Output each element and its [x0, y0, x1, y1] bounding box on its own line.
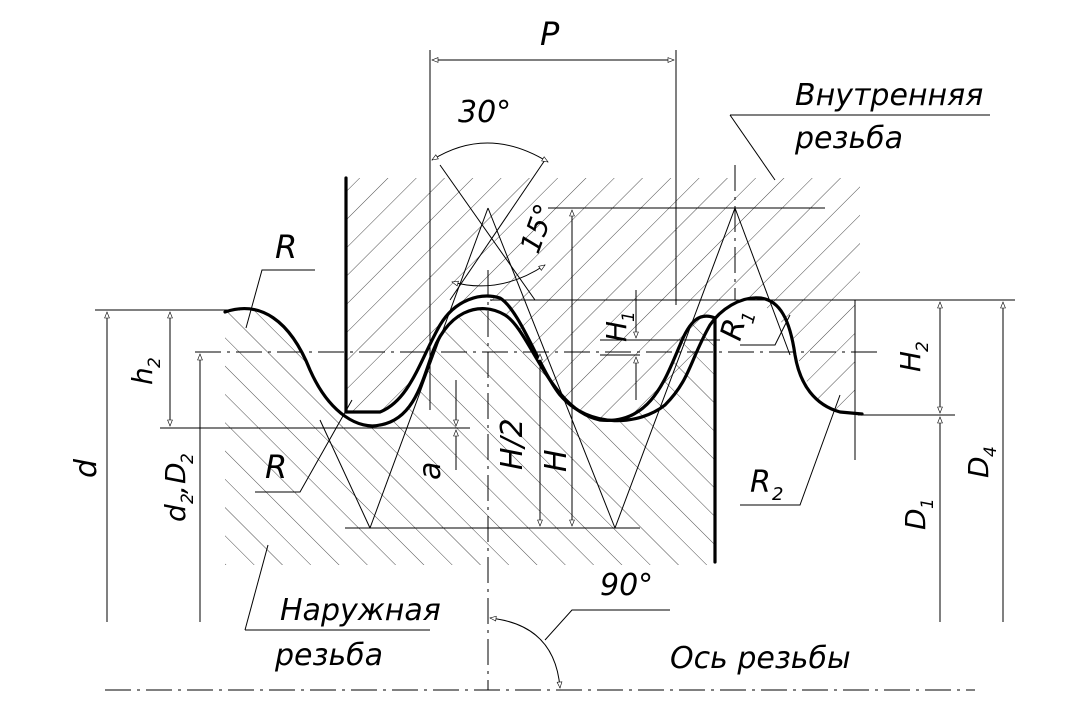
internal-thread-label-line2: резьба — [794, 121, 903, 156]
external-label-leader — [244, 544, 269, 631]
pitch-d-subscript: 2 — [178, 493, 198, 504]
radius-r2-letter: R — [750, 465, 771, 500]
radius-r1-subscript: 1 — [737, 310, 760, 326]
radius-bottom-leader — [255, 399, 353, 493]
external-thread-label-line2: резьба — [274, 638, 383, 673]
angle-90-label: 90° — [600, 568, 653, 603]
clearance-a-label: a — [413, 462, 448, 480]
h2-upper-label: H 2 — [894, 341, 933, 372]
radius-r2-subscript: 2 — [772, 484, 783, 505]
contour-lines — [223, 176, 864, 564]
D4-subscript: 4 — [981, 446, 1001, 457]
D1-letter: D — [899, 508, 932, 530]
D1-subscript: 1 — [918, 498, 938, 509]
h1-label: H 1 — [600, 311, 639, 342]
h2-lower-label: h 2 — [126, 357, 165, 385]
internal-thread-label-line1: Внутренняя — [795, 78, 983, 113]
pitch-diameter-label: d 2 , D 2 — [159, 453, 198, 522]
pitch-d-letter: d — [159, 504, 192, 522]
extension-lines — [95, 50, 1015, 529]
radius-r2-leader — [740, 394, 841, 506]
thread-axis-label: Ось резьбы — [670, 641, 851, 676]
angle-30-label: 30° — [458, 95, 511, 130]
pitch-label: P — [540, 15, 560, 53]
major-diameter-d-label: d — [69, 458, 104, 478]
radius-top-label: R — [275, 228, 297, 266]
h2-lower-subscript: 2 — [145, 357, 165, 368]
D4-letter: D — [962, 456, 995, 478]
h1-subscript: 1 — [619, 311, 639, 322]
leader-lines — [244, 114, 990, 641]
half-h-label: H/2 — [495, 418, 530, 470]
pitch-d-separator: , — [159, 485, 192, 494]
angle-90-leader — [544, 609, 670, 641]
labels: P 30° 15° 90° Внутренняя резьба Наружная… — [69, 15, 1001, 676]
h2-upper-subscript: 2 — [913, 341, 933, 352]
radius-top-leader — [245, 269, 315, 329]
h2-upper-letter: H — [894, 351, 927, 372]
center-lines — [105, 165, 975, 691]
radius-bottom-label: R — [265, 448, 287, 486]
h1-letter: H — [600, 321, 633, 342]
angle-arcs — [431, 142, 563, 689]
h2-lower-letter: h — [126, 367, 159, 385]
external-thread-label-line1: Наружная — [280, 593, 441, 628]
angle-30-arc — [431, 142, 549, 163]
full-h-label: H — [539, 449, 574, 472]
angle-90-arc — [489, 615, 563, 689]
internal-thread-hatching-right — [740, 298, 855, 415]
minor-diameter-D1-label: D 1 — [899, 498, 938, 530]
major-diameter-D4-label: D 4 — [962, 446, 1001, 478]
angle-15-arc — [451, 264, 546, 287]
internal-label-leader — [729, 114, 776, 181]
pitch-D-subscript: 2 — [178, 453, 198, 464]
pitch-D-letter: D — [159, 462, 192, 484]
external-thread-profile — [223, 307, 717, 428]
radius-r1-leader — [740, 314, 791, 346]
dimension-lines — [104, 57, 1006, 622]
internal-thread-profile — [344, 294, 864, 423]
radius-r2-label: R 2 — [750, 465, 783, 505]
